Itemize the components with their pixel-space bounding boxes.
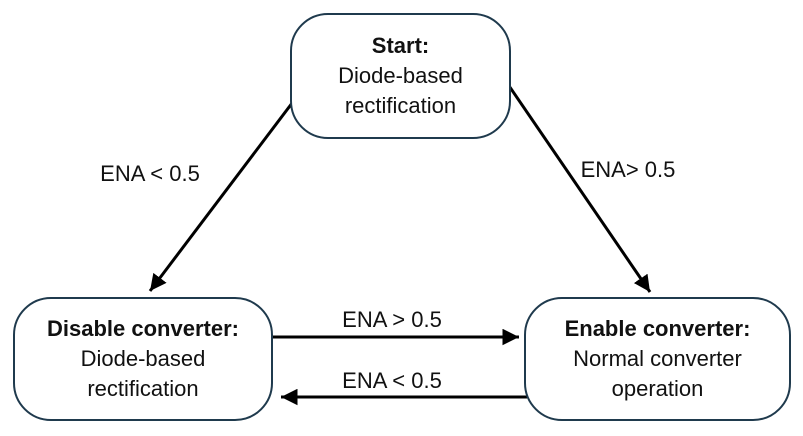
node-start-title: Start: xyxy=(371,33,430,58)
node-enable-converter: Enable converter: Normal converter opera… xyxy=(524,297,791,421)
edge-label-enable-to-disable: ENA < 0.5 xyxy=(342,368,442,393)
node-enable-converter-title: Enable converter: xyxy=(564,316,751,341)
node-enable-converter-subtitle: Normal converter operation xyxy=(573,346,742,401)
node-start: Start: Diode-based rectification xyxy=(290,13,511,139)
edge-label-disable-to-enable: ENA > 0.5 xyxy=(342,307,442,332)
arrow-start-to-enable xyxy=(503,79,652,293)
node-start-subtitle: Diode-based rectification xyxy=(338,63,463,118)
node-disable-converter-subtitle: Diode-based rectification xyxy=(80,346,206,401)
node-disable-converter-title: Disable converter: xyxy=(47,316,239,341)
node-disable-converter: Disable converter: Diode-based rectifica… xyxy=(13,297,273,421)
edge-label-start-to-disable: ENA < 0.5 xyxy=(100,161,200,186)
edge-label-start-to-enable: ENA> 0.5 xyxy=(580,157,676,182)
